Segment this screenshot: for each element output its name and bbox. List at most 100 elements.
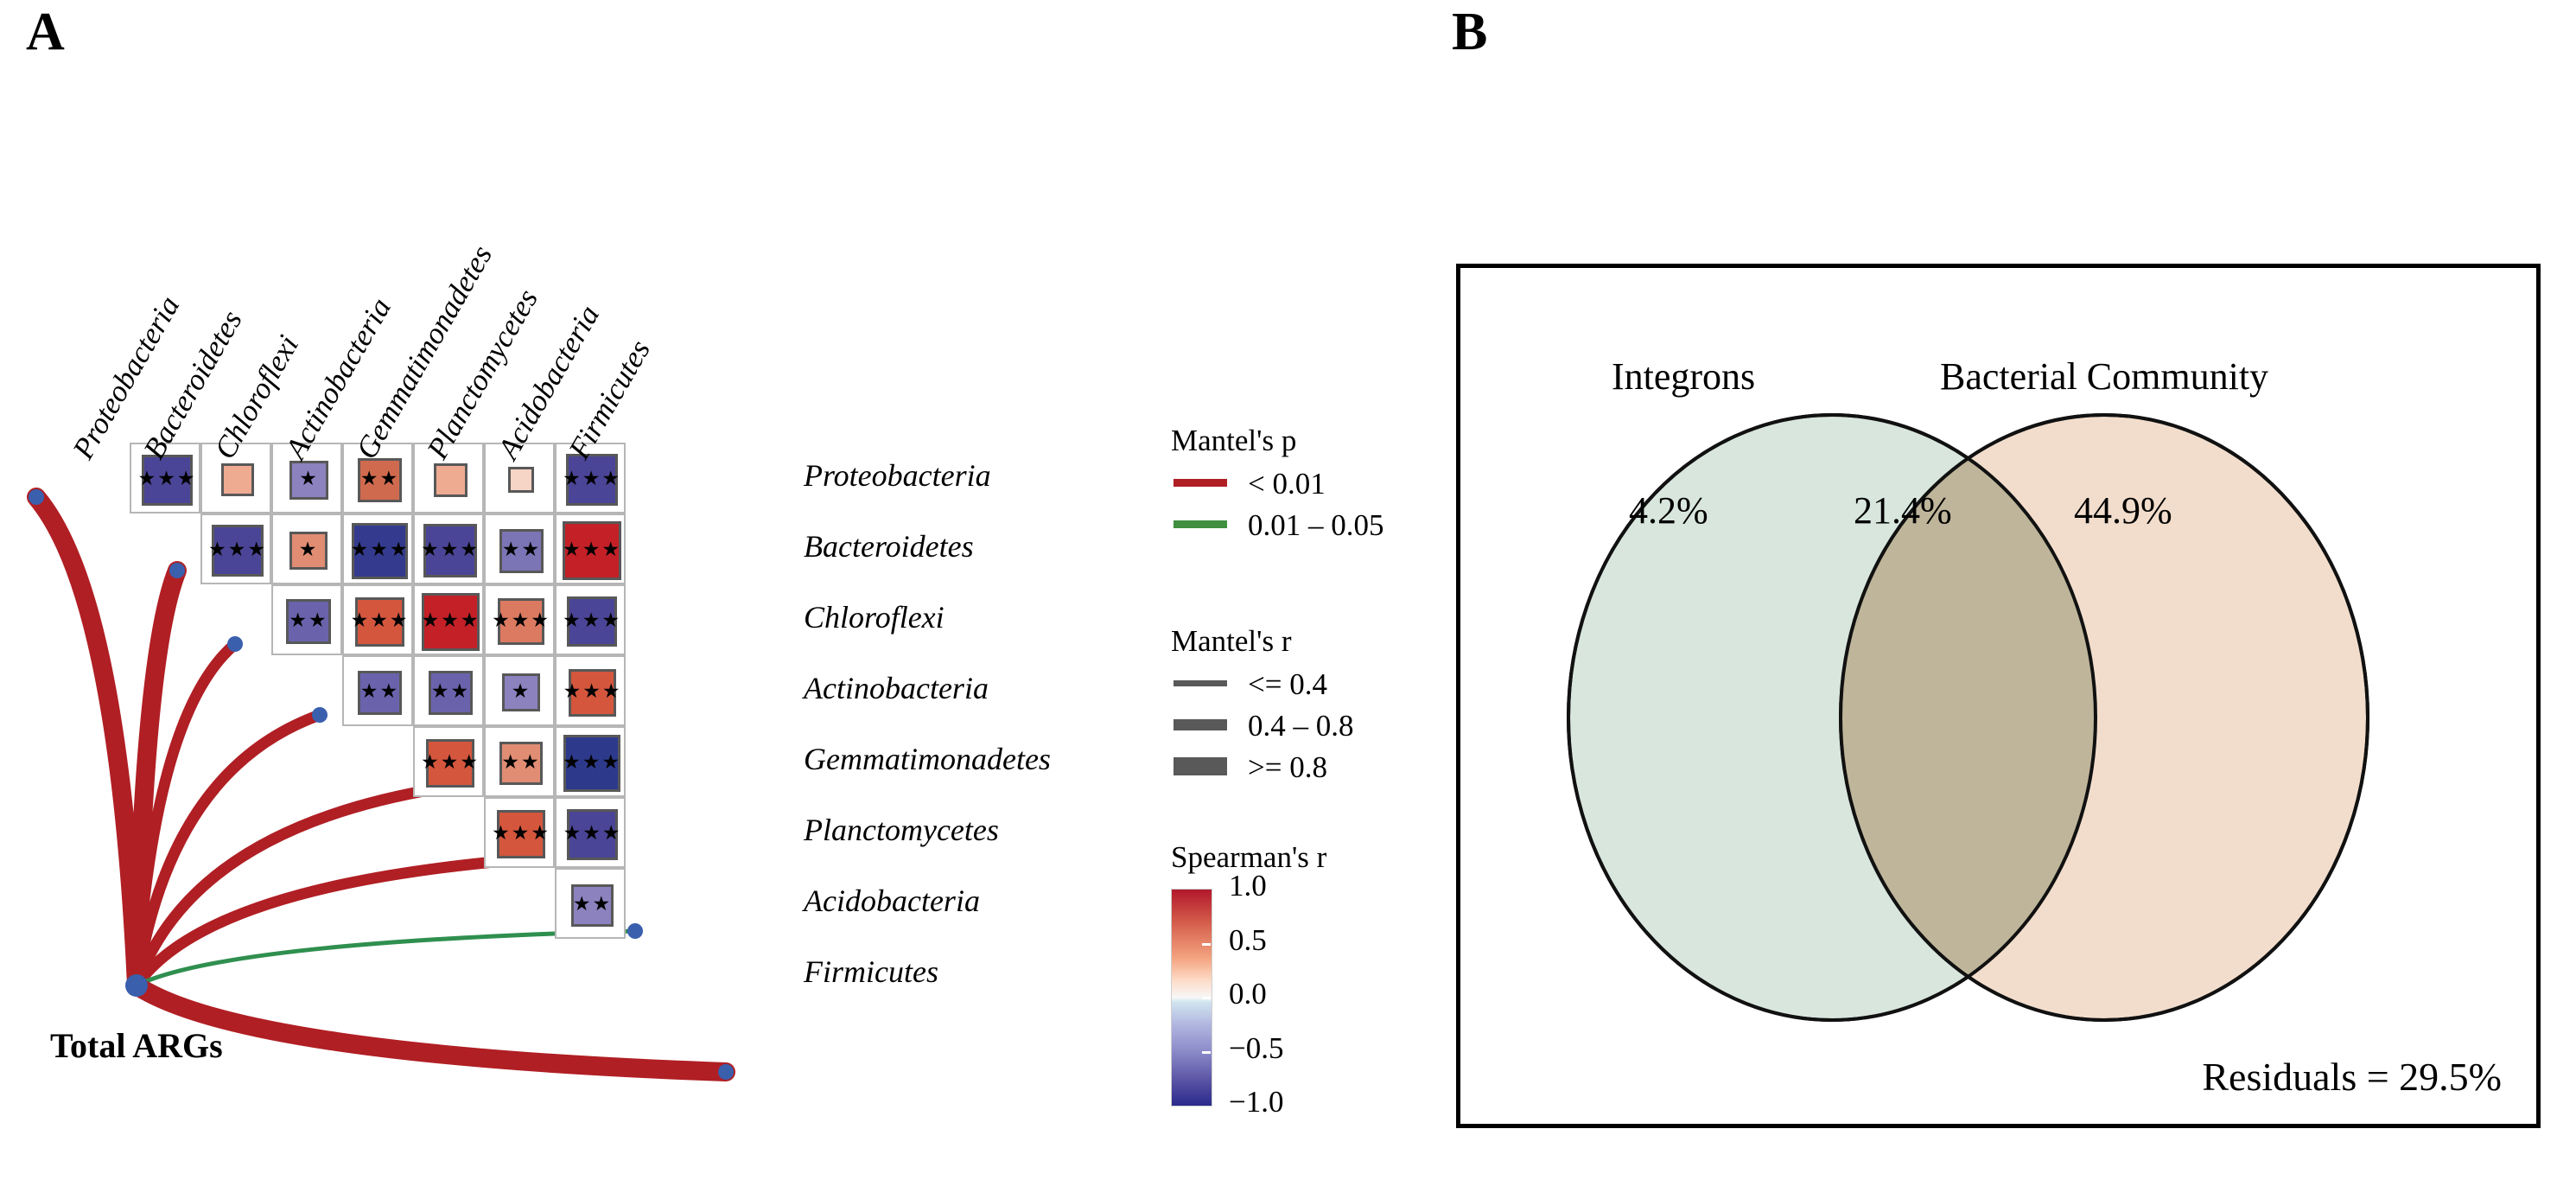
matrix-row-label: Gemmatimonadetes [804, 742, 1051, 776]
panel-b-letter: B [1452, 3, 1488, 61]
matrix-cell: ★★ [484, 513, 555, 584]
venn-diagram-panel: Integrons Bacterial Community 4.2% 21.4%… [1456, 264, 2541, 1128]
legend-swatch [1174, 478, 1227, 487]
venn-overlap-value: 21.4% [1854, 489, 1952, 532]
matrix-cell-square: ★★★ [350, 523, 410, 579]
venn-overlap-region [1841, 415, 2096, 1020]
mantel-edge [130, 781, 455, 992]
colorbar-tick-label: 0.5 [1229, 922, 1267, 957]
colorbar-tick [1202, 1050, 1211, 1054]
matrix-row-label: Planctomycetes [804, 813, 999, 847]
significance-stars: ★ [511, 679, 531, 703]
matrix-cell: ★ [271, 513, 342, 584]
matrix-cell: ★★★ [200, 513, 271, 584]
matrix-cell-square: ★★★ [563, 735, 620, 792]
matrix-cell-square: ★★★ [421, 739, 478, 788]
matrix-row-label: Actinobacteria [804, 671, 989, 705]
significance-stars: ★★★ [563, 822, 622, 845]
significance-stars: ★★★ [492, 609, 550, 632]
mantel-edge [27, 488, 146, 995]
matrix-cell-square: ★★ [286, 599, 331, 644]
legend-label: <= 0.4 [1248, 667, 1327, 701]
significance-stars: ★★ [289, 609, 328, 632]
matrix-cell: ★★ [484, 726, 555, 797]
panel-a-letter: A [26, 3, 65, 61]
matrix-cell-square [508, 467, 534, 493]
significance-stars: ★★★ [421, 609, 480, 632]
significance-stars: ★★★ [350, 609, 410, 632]
matrix-cell-square: ★★★ [421, 524, 478, 577]
mantel-endpoint-node [29, 489, 44, 505]
matrix-cell-square: ★★ [571, 884, 614, 927]
significance-stars: ★★★ [563, 609, 621, 632]
matrix-cell-square: ★★★ [563, 669, 620, 717]
significance-stars: ★★ [501, 750, 541, 774]
matrix-cell: ★ [271, 443, 342, 513]
significance-stars: ★★★ [563, 680, 622, 703]
significance-stars: ★★★ [492, 821, 550, 845]
colorbar-tick [1202, 942, 1211, 946]
matrix-cell-square: ★★★ [492, 810, 549, 858]
matrix-cell: ★★★ [555, 726, 626, 797]
matrix-cell-square: ★★ [499, 529, 544, 573]
matrix-cell-square: ★ [502, 673, 540, 711]
mantel-endpoint-node [312, 707, 328, 723]
legend-label: >= 0.8 [1248, 750, 1327, 784]
matrix-cell: ★★ [413, 655, 484, 726]
mantel-endpoint-node [718, 1064, 734, 1080]
matrix-cell-square: ★★★ [351, 597, 407, 647]
matrix-cell [484, 443, 555, 513]
matrix-cell: ★★★ [555, 655, 626, 726]
matrix-cell: ★★★ [555, 443, 626, 513]
matrix-row-label: Proteobacteria [804, 458, 991, 493]
legend-label: 0.01 – 0.05 [1248, 508, 1384, 542]
mantel-p-legend-title: Mantel's p [1171, 424, 1297, 457]
venn-right-only-value: 44.9% [2074, 489, 2172, 532]
matrix-cell: ★★★ [413, 584, 484, 655]
matrix-cell-square [221, 463, 254, 496]
colorbar-tick-label: 1.0 [1229, 869, 1267, 903]
significance-stars: ★ [299, 468, 319, 490]
legend-swatch [1174, 756, 1227, 775]
significance-stars: ★★ [501, 539, 542, 561]
mantel-edge [134, 928, 638, 988]
mantel-r-legend-title: Mantel's r [1171, 624, 1292, 658]
matrix-row-label: Bacteroidetes [804, 529, 974, 564]
matrix-row-label: Chloroflexi [804, 600, 945, 635]
matrix-cell: ★★ [342, 443, 413, 513]
venn-left-outline [1567, 413, 2097, 1022]
significance-stars: ★★ [430, 680, 471, 703]
matrix-cell-square: ★★ [429, 671, 473, 715]
significance-stars: ★★★ [350, 539, 410, 561]
mantel-edge [130, 709, 326, 992]
matrix-cell-square: ★★★ [563, 521, 621, 580]
matrix-cell-square: ★★★ [563, 809, 620, 860]
mantel-edge [127, 976, 735, 1081]
matrix-cell: ★★★ [342, 513, 413, 584]
matrix-cell-square: ★★ [358, 458, 402, 502]
mantel-edge [127, 561, 187, 995]
venn-right-label: Bacterial Community [1940, 355, 2269, 398]
venn-circles [1567, 413, 2369, 1022]
significance-stars: ★★ [359, 468, 400, 490]
mantel-endpoint-node [627, 923, 643, 939]
matrix-cell: ★★★ [413, 726, 484, 797]
legend-swatch [1174, 718, 1227, 730]
matrix-cell-square: ★ [289, 461, 328, 500]
colorbar-tick-label: −1.0 [1229, 1085, 1284, 1119]
significance-stars: ★★ [359, 680, 400, 703]
significance-stars: ★★★ [563, 467, 621, 490]
mantel-edge [130, 638, 241, 992]
significance-stars: ★★★ [563, 538, 621, 561]
matrix-cell-square: ★ [289, 532, 328, 570]
matrix-cell: ★★ [342, 655, 413, 726]
matrix-cell: ★★★ [555, 797, 626, 868]
significance-stars: ★★★ [208, 538, 267, 561]
matrix-cell: ★★★ [484, 584, 555, 655]
legend-swatch [1174, 520, 1227, 528]
matrix-cell-square: ★★★ [563, 454, 621, 506]
venn-right-outline [1839, 413, 2369, 1022]
matrix-cell-square: ★★ [358, 671, 402, 715]
total-args-node-label: Total ARGs [50, 1026, 223, 1065]
matrix-cell: ★★★ [484, 797, 555, 868]
